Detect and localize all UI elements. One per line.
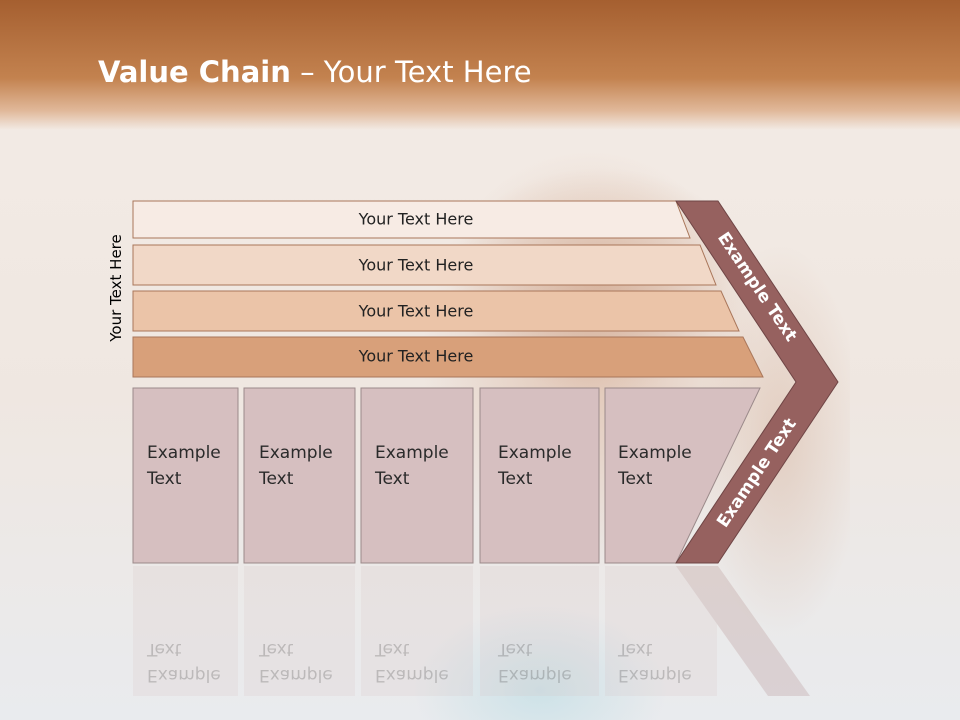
column-box-3 <box>360 387 474 564</box>
slide-title: Value Chain – Your Text Here <box>98 55 532 89</box>
column-text-line2: Text <box>147 469 182 489</box>
column-text-reflection: Example Text <box>147 636 221 688</box>
chevron-reflection <box>676 566 810 696</box>
column-text-line1: Example <box>498 665 572 685</box>
column-text-line1: Example <box>259 443 333 463</box>
column-text-reflection: Example Text <box>259 636 333 688</box>
column-reflection <box>133 566 238 696</box>
row-bar-2 <box>132 244 717 286</box>
header-bar <box>0 0 960 130</box>
column-text-line2: Text <box>375 469 410 489</box>
column-text-4: Example Text <box>498 440 572 492</box>
reflection-group <box>133 566 810 696</box>
column-reflection <box>361 566 473 696</box>
column-text-line1: Example <box>375 665 449 685</box>
column-text-line2: Text <box>498 639 533 659</box>
column-text-line1: Example <box>147 665 221 685</box>
column-text-3: Example Text <box>375 440 449 492</box>
column-text-1: Example Text <box>147 440 221 492</box>
column-text-line1: Example <box>618 665 692 685</box>
column-text-line1: Example <box>498 443 572 463</box>
row-bar-1 <box>132 200 691 239</box>
title-rest: – Your Text Here <box>290 55 532 89</box>
column-text-reflection: Example Text <box>618 636 692 688</box>
column-text-line2: Text <box>147 639 182 659</box>
column-text-reflection: Example Text <box>498 636 572 688</box>
column-box-1 <box>132 387 239 564</box>
column-box-2 <box>243 387 356 564</box>
row-bar-4 <box>132 336 764 378</box>
column-text-line2: Text <box>618 469 653 489</box>
row-label-2: Your Text Here <box>358 256 474 275</box>
column-text-line1: Example <box>147 443 221 463</box>
column-text-line2: Text <box>375 639 410 659</box>
column-text-2: Example Text <box>259 440 333 492</box>
column-box-4 <box>479 387 600 564</box>
column-text-line1: Example <box>375 443 449 463</box>
column-reflection <box>244 566 355 696</box>
column-reflection <box>480 566 599 696</box>
chevron-arrow <box>675 200 839 564</box>
column-text-line1: Example <box>618 443 692 463</box>
row-label-1: Your Text Here <box>358 210 474 229</box>
column-text-line2: Text <box>259 469 294 489</box>
column-text-line2: Text <box>498 469 533 489</box>
row-label-4: Your Text Here <box>358 347 474 366</box>
column-text-line1: Example <box>259 665 333 685</box>
column-text-reflection: Example Text <box>375 636 449 688</box>
title-bold: Value Chain <box>98 55 291 89</box>
column-text-5: Example Text <box>618 440 692 492</box>
row-bar-3 <box>132 290 740 332</box>
column-text-line2: Text <box>618 639 653 659</box>
column-reflection <box>605 566 717 696</box>
column-text-line2: Text <box>259 639 294 659</box>
row-label-3: Your Text Here <box>358 302 474 321</box>
